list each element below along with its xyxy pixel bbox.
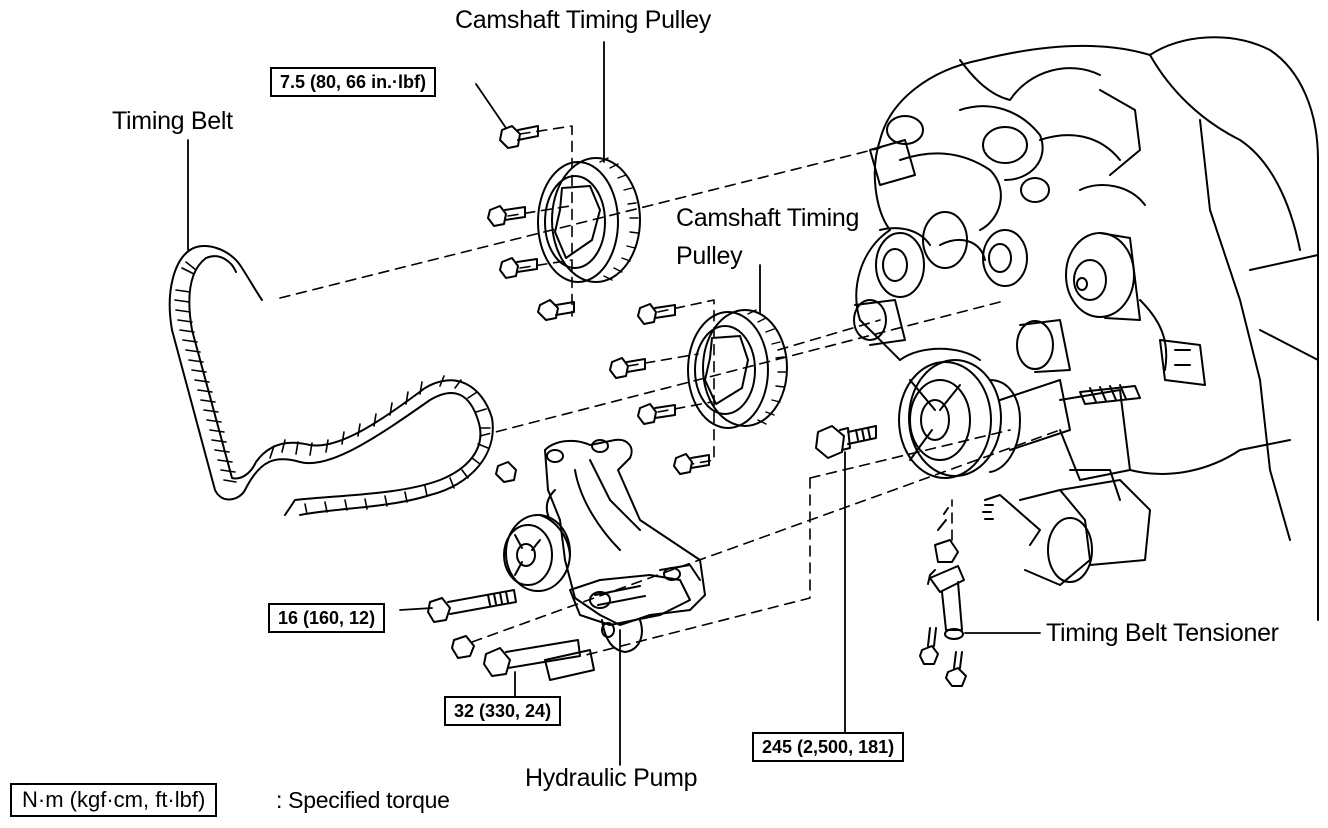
label-timing-belt: Timing Belt — [112, 107, 233, 135]
torque-crank-bolt: 245 (2,500, 181) — [752, 732, 905, 762]
legend-specified-torque: : Specified torque — [276, 787, 450, 813]
label-camshaft-timing-pulley-upper: Camshaft Timing Pulley — [455, 6, 711, 34]
camshaft-pulley-upper-drawing — [537, 157, 641, 283]
label-camshaft-timing-pulley-lower-line1: Camshaft Timing — [676, 204, 860, 232]
label-camshaft-timing-pulley-lower-line2: Pulley — [676, 242, 743, 270]
tensioner-drawing — [927, 565, 965, 640]
torque-cam-bolt: 7.5 (80, 66 in.·lbf) — [270, 67, 437, 97]
label-hydraulic-pump: Hydraulic Pump — [525, 764, 698, 792]
timing-belt-drawing — [168, 245, 494, 516]
engine-block — [853, 36, 1319, 621]
torque-pump-bolt-lower: 32 (330, 24) — [444, 696, 562, 726]
bolts — [427, 125, 967, 687]
label-timing-belt-tensioner: Timing Belt Tensioner — [1046, 619, 1279, 647]
legend-unit-box: N·m (kgf·cm, ft·lbf) — [10, 783, 218, 817]
alignment-dashed-lines — [279, 125, 1061, 657]
camshaft-pulley-lower-drawing — [687, 309, 788, 429]
leader-lines — [187, 41, 1041, 766]
torque-pump-bolt-upper: 16 (160, 12) — [268, 603, 386, 633]
hydraulic-pump-drawing — [503, 438, 706, 653]
